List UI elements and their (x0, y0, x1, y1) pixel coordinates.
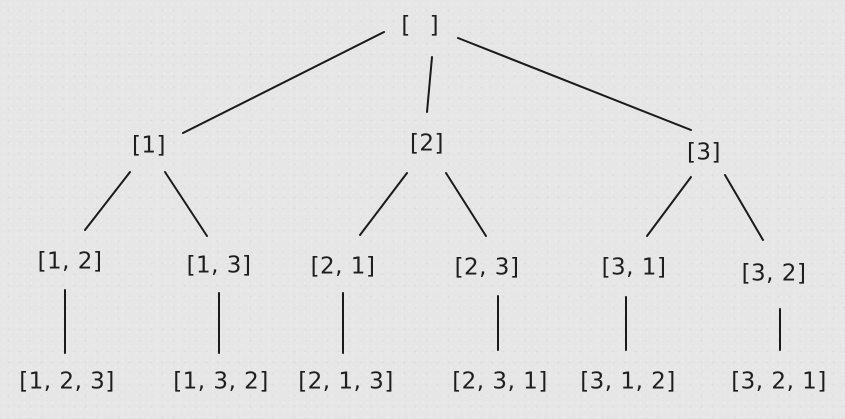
node-3-2-1: [3, 2, 1] (731, 368, 827, 395)
node-root: [ ] (401, 12, 445, 39)
node-1: [1] (131, 132, 167, 159)
node-3-1-2: [3, 1, 2] (580, 368, 676, 395)
node-3-2: [3, 2] (741, 260, 807, 287)
node-2: [2] (409, 130, 445, 157)
node-1-3-2: [1, 3, 2] (173, 368, 269, 395)
node-1-2: [1, 2] (37, 248, 103, 275)
node-3-1: [3, 1] (601, 254, 667, 281)
edge-1-12 (84, 171, 131, 231)
edge-2-21 (359, 172, 408, 236)
edge-root-3 (457, 37, 692, 131)
edge-root-1 (182, 31, 385, 134)
node-1-2-3: [1, 2, 3] (19, 368, 115, 395)
node-3: [3] (686, 139, 722, 166)
edge-2-23 (445, 172, 487, 237)
node-2-3-1: [2, 3, 1] (452, 368, 548, 395)
edge-3-31 (646, 176, 692, 237)
node-2-3: [2, 3] (454, 254, 520, 281)
node-2-1-3: [2, 1, 3] (298, 368, 394, 395)
node-1-3: [1, 3] (186, 252, 252, 279)
edge-3-32 (724, 174, 764, 241)
edge-1-13 (164, 171, 208, 237)
node-2-1: [2, 1] (310, 253, 376, 280)
edge-root-2 (426, 56, 433, 113)
